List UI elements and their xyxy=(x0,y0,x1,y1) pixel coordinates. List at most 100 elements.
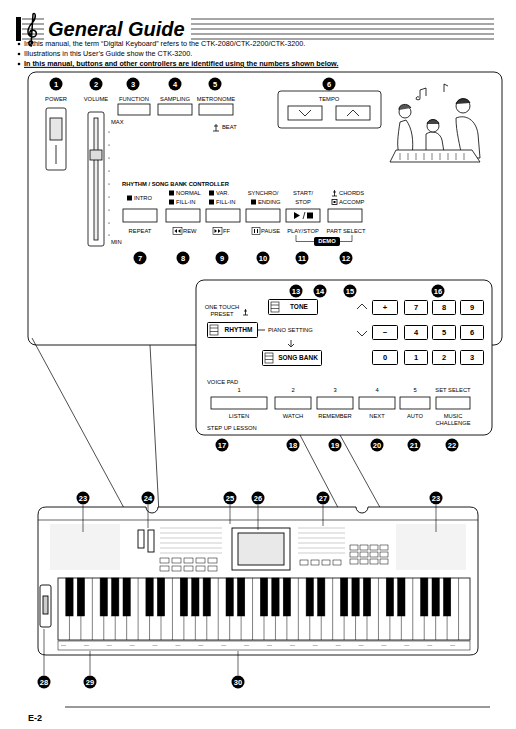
note-text: In this manual, buttons and other contro… xyxy=(24,60,338,68)
button-label: 6 xyxy=(470,329,474,337)
callout-number: 19 xyxy=(329,439,342,452)
keyboard-detail xyxy=(160,558,169,563)
keyboard-detail xyxy=(130,645,135,646)
control-label: STEP UP LESSON xyxy=(207,425,257,432)
keyboard-detail xyxy=(432,578,439,616)
keyboard-detail xyxy=(421,578,428,616)
button-label: 7 xyxy=(414,304,418,312)
callout-number: 18 xyxy=(287,439,300,452)
keyboard-detail xyxy=(196,566,205,571)
button-box: 8 xyxy=(432,300,456,315)
control-label: MAX xyxy=(111,119,124,126)
button-label: 1 xyxy=(414,354,418,362)
keyboard-detail xyxy=(138,578,139,640)
control-label: E-2 xyxy=(28,713,42,723)
keyboard-detail xyxy=(298,533,345,534)
callout-number: 13 xyxy=(290,285,303,298)
button-label: 8 xyxy=(442,304,446,312)
button-label: 0 xyxy=(383,354,387,362)
keyboard-detail xyxy=(203,578,210,616)
callout-number: 25 xyxy=(224,492,237,505)
keyboard-detail xyxy=(378,578,379,640)
callout-number: 4 xyxy=(169,78,182,91)
button-label: RHYTHM xyxy=(225,327,253,334)
button-label: 5 xyxy=(442,329,446,337)
keyboard-detail xyxy=(153,645,158,646)
keyboard-detail xyxy=(196,558,205,563)
keyboard-detail xyxy=(244,645,249,646)
callout-number: 3 xyxy=(127,78,140,91)
control-label: MUSIC CHALLENGE xyxy=(431,413,475,426)
keyboard-detail xyxy=(306,578,313,616)
control-label: WATCH xyxy=(283,413,304,420)
button-box: 0 xyxy=(372,350,398,365)
keyboard-detail xyxy=(298,528,345,529)
button-label: DEMO xyxy=(318,239,335,245)
keyboard-detail xyxy=(336,645,341,646)
keyboard-detail xyxy=(298,538,345,539)
control-label: SAMPLING xyxy=(160,96,190,103)
control-label: PART SELECT xyxy=(327,228,366,235)
button-box: 6 xyxy=(460,325,484,340)
zoom-panel xyxy=(196,280,492,435)
keyboard-detail xyxy=(458,578,459,640)
callout-number: 14 xyxy=(314,285,327,298)
button-box: 4 xyxy=(404,325,428,340)
keyboard-detail xyxy=(160,528,222,529)
keyboard-detail xyxy=(300,560,308,565)
keyboard-detail xyxy=(298,543,345,544)
keyboard-detail xyxy=(160,543,222,544)
note-text: Illustrations in this User’s Guide show … xyxy=(24,50,192,58)
keyboard-detail xyxy=(443,578,450,616)
button-label: TONE xyxy=(290,304,308,311)
page-title: General Guide xyxy=(44,17,191,41)
bullet-dot xyxy=(18,43,21,66)
keyboard-detail xyxy=(146,578,153,616)
control-label: FILL-IN xyxy=(176,199,195,206)
keyboard-detail xyxy=(221,645,226,646)
button-label: − xyxy=(383,329,387,337)
control-label: NEXT xyxy=(369,413,384,420)
keyboard-detail xyxy=(370,545,378,550)
button-box: 1 xyxy=(404,350,428,365)
control-label: VOICE PAD xyxy=(207,379,238,386)
control-label: 5 xyxy=(413,387,416,394)
control-label: FUNCTION xyxy=(119,96,149,103)
control-label: REPEAT xyxy=(129,228,152,235)
keyboard-detail xyxy=(359,645,364,646)
keyboard-detail xyxy=(226,578,233,616)
control-label: RHYTHM / SONG BANK CONTROLLER xyxy=(122,181,229,188)
callout-number: 2 xyxy=(90,78,103,91)
callout-number: 5 xyxy=(209,78,222,91)
button-label: 4 xyxy=(414,329,418,337)
note-text: In this manual, the term “Digital Keyboa… xyxy=(24,40,305,48)
keyboard-detail xyxy=(84,645,89,646)
keyboard-detail xyxy=(352,578,359,616)
callout-number: 21 xyxy=(408,439,421,452)
control-label: SET SELECT xyxy=(435,387,470,394)
keyboard-detail xyxy=(322,560,330,565)
keyboard-detail xyxy=(370,552,378,557)
callout-number: 30 xyxy=(232,676,245,689)
keyboard-detail xyxy=(380,559,388,564)
control-label: AUTO xyxy=(407,413,423,420)
control-label: FF xyxy=(223,228,230,235)
keyboard-detail xyxy=(404,645,409,646)
control-label: SYNCHRO/ xyxy=(248,190,279,197)
keyboard-detail xyxy=(298,578,299,640)
keyboard-detail xyxy=(61,645,66,646)
keyboard-detail xyxy=(184,566,193,571)
keyboard-detail xyxy=(184,558,193,563)
keyboard-detail xyxy=(350,559,358,564)
control-label: POWER xyxy=(45,96,67,103)
control-label: START/ xyxy=(293,190,313,197)
control-label: 1 xyxy=(237,387,240,394)
callout-number: 12 xyxy=(340,252,353,265)
keyboard-detail xyxy=(386,578,393,616)
keyboard-detail xyxy=(160,533,222,534)
keyboard-detail xyxy=(333,560,341,565)
callout-number: 10 xyxy=(257,252,270,265)
panel-controls xyxy=(210,302,470,409)
keyboard-detail xyxy=(350,545,358,550)
